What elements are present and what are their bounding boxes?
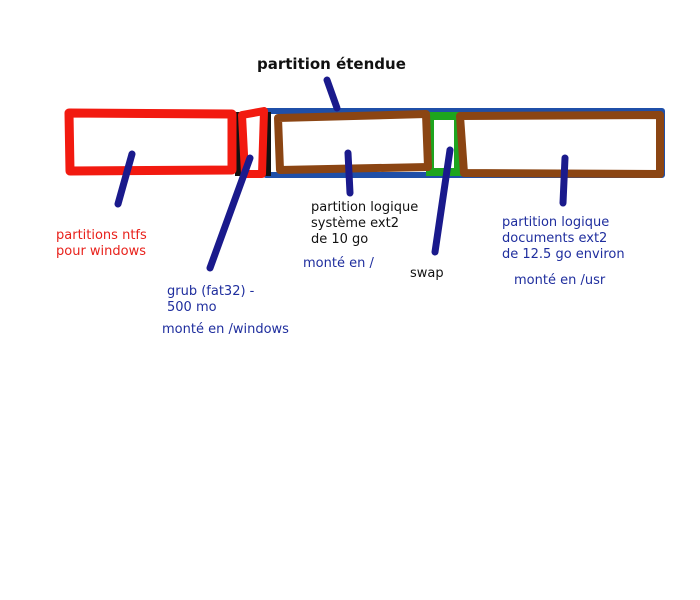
grub-partition-box xyxy=(238,107,268,178)
documents-mount-label: monté en /usr xyxy=(514,273,606,288)
documents-label: partition logique documents ext2 de 12.5… xyxy=(502,215,625,262)
pointer-title xyxy=(323,76,341,112)
system-partition-box xyxy=(274,110,432,174)
system-mount-label: monté en / xyxy=(303,256,374,271)
pointer-system xyxy=(344,149,354,197)
grub-label: grub (fat32) - 500 mo xyxy=(167,284,255,315)
pointer-documents xyxy=(559,154,569,207)
ntfs-label: partitions ntfs pour windows xyxy=(56,228,147,259)
pointer-ntfs xyxy=(114,150,136,208)
swap-partition-box xyxy=(426,112,462,176)
extended-partition-title: partition étendue xyxy=(257,55,406,73)
system-label: partition logique système ext2 de 10 go xyxy=(311,200,419,247)
pointer-swap xyxy=(431,146,454,256)
swap-label: swap xyxy=(410,266,444,281)
grub-mount-label: monté en /windows xyxy=(162,322,289,337)
pointer-grub xyxy=(206,154,254,272)
documents-partition-box xyxy=(456,111,664,178)
ntfs-partition-box xyxy=(64,108,237,176)
